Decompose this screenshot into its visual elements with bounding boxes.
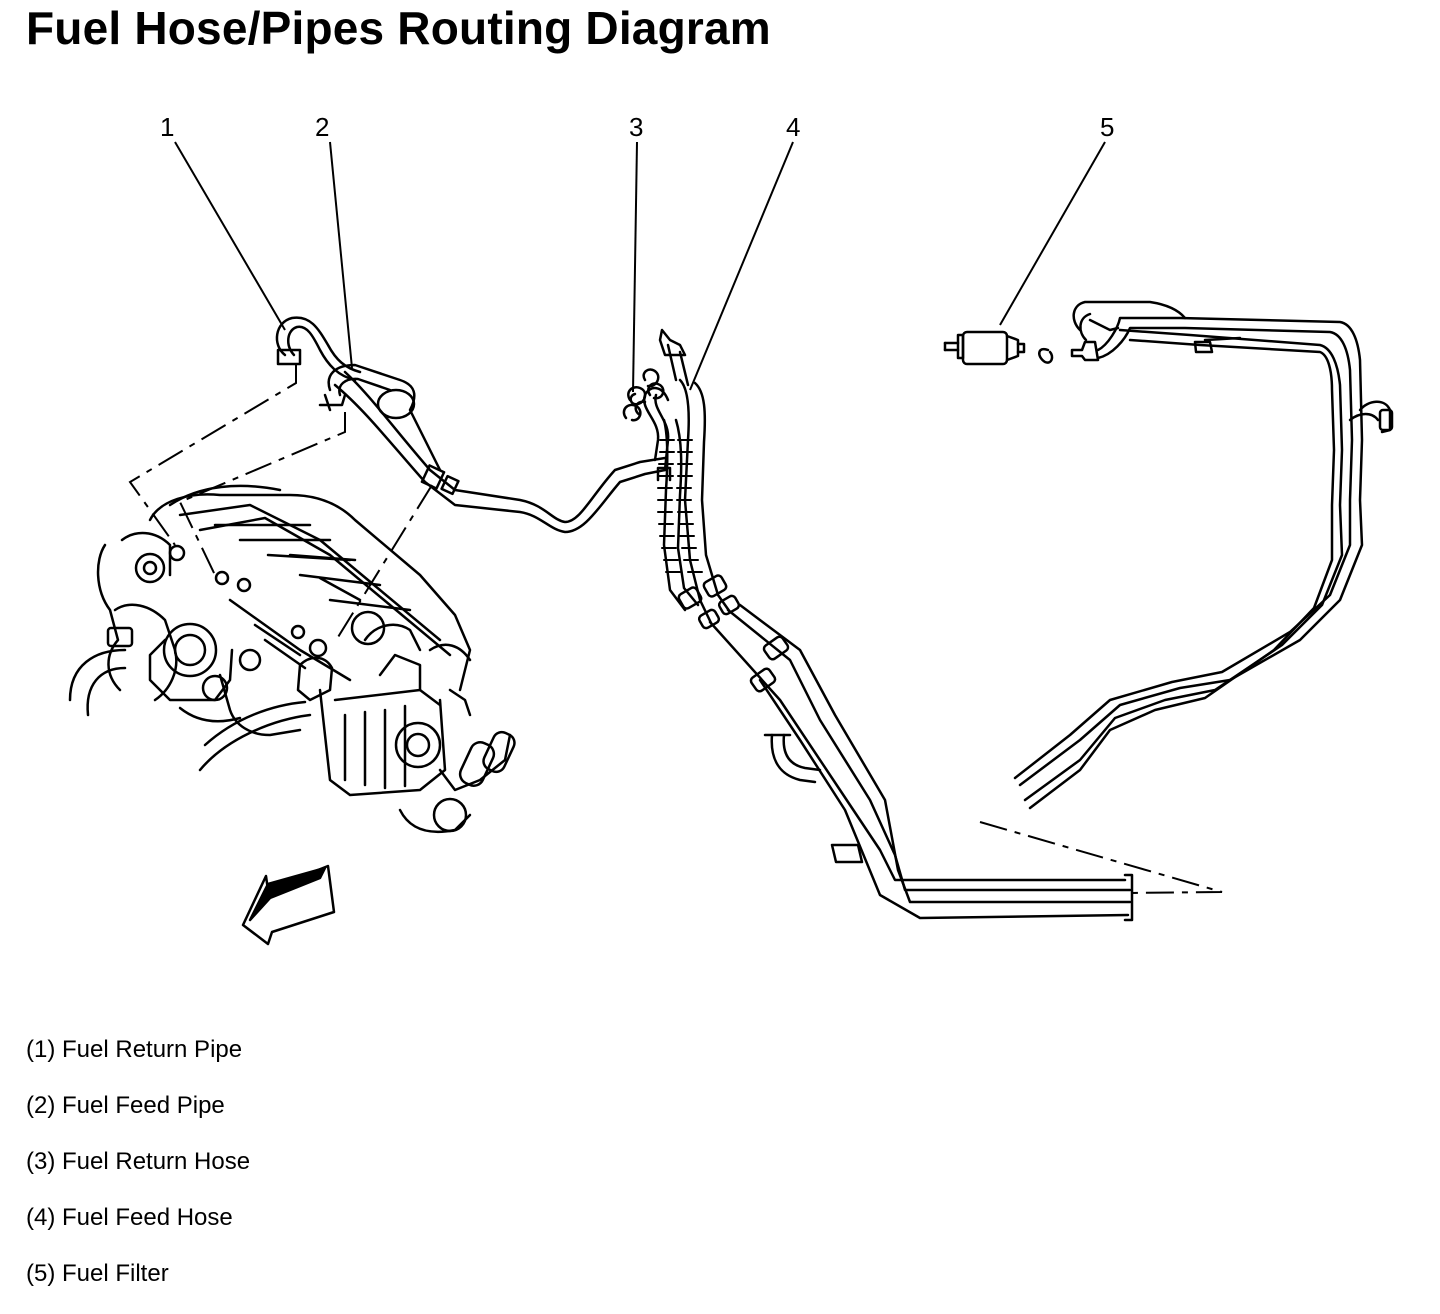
leader-lines	[174, 141, 1106, 393]
legend-item-fuel-feed-hose: (4) Fuel Feed Hose	[26, 1204, 233, 1231]
leader-line-4	[689, 141, 794, 391]
guide-line-clip	[334, 484, 433, 643]
leader-line-2	[329, 141, 353, 369]
legend-item-fuel-feed-pipe: (2) Fuel Feed Pipe	[26, 1092, 225, 1119]
engine-illustration	[68, 484, 516, 834]
callout-1: 1	[160, 112, 174, 142]
callout-2: 2	[315, 112, 329, 142]
fuel-hoses	[622, 328, 741, 630]
leader-line-5	[999, 141, 1106, 326]
guide-line-underbody	[979, 821, 1223, 894]
guide-lines	[128, 365, 1223, 894]
legend-item-fuel-filter: (5) Fuel Filter	[26, 1260, 169, 1287]
callout-5: 5	[1100, 112, 1114, 142]
legend-item-fuel-return-pipe: (1) Fuel Return Pipe	[26, 1036, 243, 1063]
legend-list: (1) Fuel Return Pipe (2) Fuel Feed Pipe …	[26, 1034, 250, 1314]
leader-line-1	[174, 141, 286, 331]
callout-labels: 1 2 3 4 5	[160, 112, 1114, 142]
legend-item-fuel-return-hose: (3) Fuel Return Hose	[26, 1148, 251, 1175]
rear-fuel-pipes	[1013, 300, 1394, 810]
leader-line-3	[632, 141, 638, 393]
engine-fuel-pipes	[275, 316, 672, 534]
underbody-pipes	[708, 603, 1134, 922]
guide-line-return	[128, 365, 297, 546]
page-title: Fuel Hose/Pipes Routing Diagram	[26, 2, 771, 54]
callout-4: 4	[786, 112, 800, 142]
guide-line-feed	[178, 412, 346, 576]
callout-3: 3	[629, 112, 643, 142]
routing-diagram: 1 2 3 4 5	[68, 112, 1394, 946]
fuel-filter-icon	[943, 330, 1100, 366]
direction-arrow-icon	[241, 864, 336, 946]
